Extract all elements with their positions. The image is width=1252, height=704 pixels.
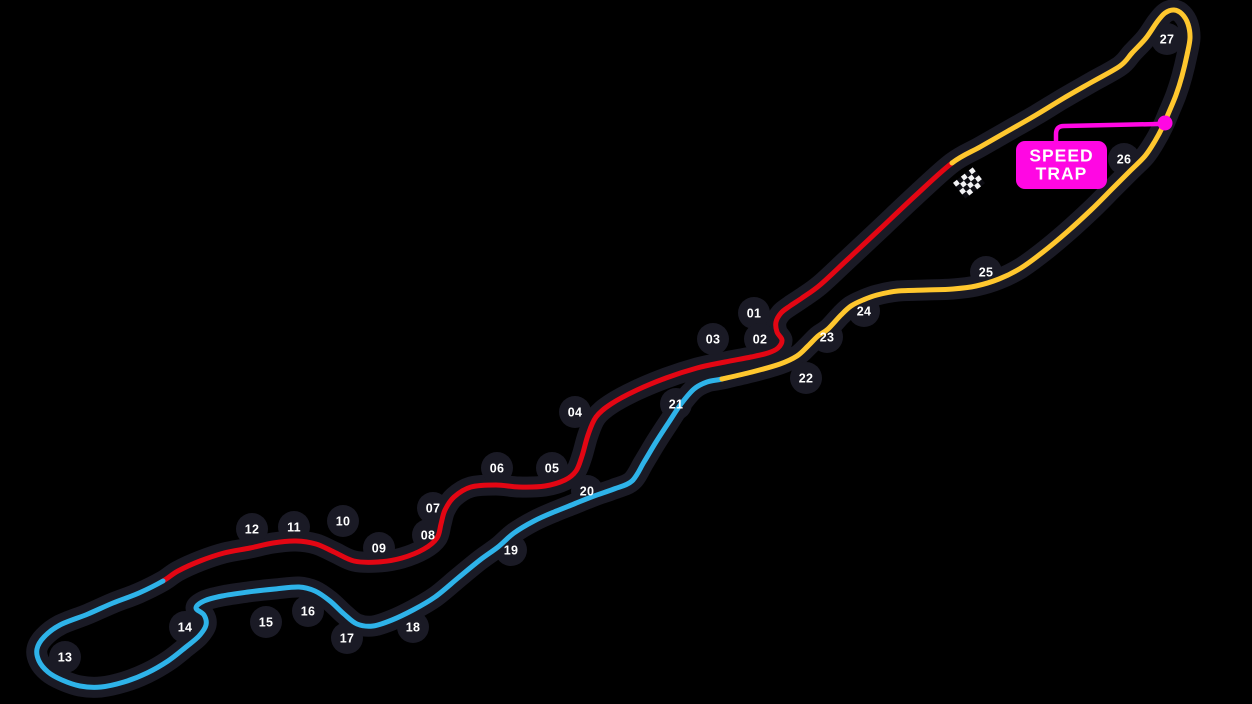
corner-badge-04 [559, 396, 591, 428]
sector-3-line [719, 7, 1193, 382]
corner-number-10: 10 [336, 515, 351, 529]
corner-number-22: 22 [799, 372, 814, 386]
sector-1-line [160, 160, 955, 584]
corner-badge-17 [331, 622, 363, 654]
checker-cell [964, 170, 972, 178]
checker-cell [956, 183, 964, 191]
corner-number-23: 23 [820, 331, 835, 345]
checker-cell [971, 171, 979, 179]
checker-cell [962, 191, 970, 199]
checker-cell [970, 185, 978, 193]
speed-trap-connector [1053, 121, 1161, 146]
corner-badge-01 [738, 297, 770, 329]
speed-trap-label-line2: TRAP [1036, 164, 1088, 184]
speed-trap-box [1016, 141, 1107, 189]
checker-cell [956, 176, 964, 184]
corner-badge-20 [571, 475, 603, 507]
speed-trap-dot [1157, 115, 1173, 131]
checker-cell [966, 188, 974, 196]
corner-number-04: 04 [568, 406, 583, 420]
corner-number-09: 09 [372, 542, 387, 556]
corner-badge-16 [292, 595, 324, 627]
checker-cell [970, 178, 978, 186]
corner-number-07: 07 [426, 502, 441, 516]
corner-badge-labels: 01 02 03 04 05 06 07 08 09 10 11 12 13 14 15 16 17 18 19 20… [58, 33, 1175, 665]
corner-number-06: 06 [490, 462, 505, 476]
checker-cell [967, 174, 975, 182]
corner-badge-05 [536, 452, 568, 484]
corner-badge-13 [49, 641, 81, 673]
corner-number-11: 11 [287, 521, 301, 535]
corner-badge-27 [1151, 23, 1183, 55]
corner-number-08: 08 [421, 529, 436, 543]
checker-cell [963, 184, 971, 192]
sector-lines [34, 7, 1193, 690]
corner-badge-03 [697, 323, 729, 355]
corner-badge-06 [481, 452, 513, 484]
corner-badge-10 [327, 505, 359, 537]
corner-badge-09 [363, 532, 395, 564]
checker-cell [968, 167, 976, 175]
corner-number-15: 15 [259, 616, 274, 630]
checker-cell [952, 179, 961, 187]
corner-number-14: 14 [178, 621, 193, 635]
corner-number-12: 12 [245, 523, 260, 537]
checker-cell [960, 173, 968, 181]
corner-number-17: 17 [340, 632, 355, 646]
corner-number-01: 01 [747, 307, 762, 321]
corner-badge-02 [744, 323, 776, 355]
corner-badge-18 [397, 611, 429, 643]
corner-number-13: 13 [58, 651, 73, 665]
corner-number-24: 24 [857, 305, 872, 319]
corner-badge-23 [811, 321, 843, 353]
checker-cell [974, 175, 982, 183]
checker-cell [967, 181, 975, 189]
corner-number-03: 03 [706, 333, 721, 347]
corner-badge-21 [660, 388, 692, 420]
corner-number-18: 18 [406, 621, 421, 635]
corner-number-27: 27 [1160, 33, 1175, 47]
corner-number-19: 19 [504, 544, 519, 558]
corner-badge-22 [790, 362, 822, 394]
corner-badge-15 [250, 606, 282, 638]
start-finish-flag [952, 167, 986, 199]
corner-number-16: 16 [301, 605, 316, 619]
sector-2-line [34, 376, 725, 690]
corner-number-02: 02 [753, 333, 768, 347]
checker-cell [959, 187, 967, 195]
corner-number-21: 21 [669, 398, 684, 412]
corner-number-26: 26 [1117, 153, 1132, 167]
checker-cell [974, 182, 982, 190]
corner-badge-14 [169, 611, 201, 643]
checker-cell [960, 180, 968, 188]
corner-number-20: 20 [580, 485, 595, 499]
corner-badge-11 [278, 511, 310, 543]
corner-number-05: 05 [545, 462, 560, 476]
track-ribbon [26, 0, 1201, 698]
track-tarmac-path [26, 0, 1201, 698]
checkered-flag-icon [952, 167, 986, 199]
corner-badge-12 [236, 513, 268, 545]
checker-cell [963, 177, 971, 185]
speed-trap-label-line1: SPEED [1029, 146, 1093, 166]
checker-cell [977, 179, 986, 187]
corner-number-25: 25 [979, 266, 994, 280]
